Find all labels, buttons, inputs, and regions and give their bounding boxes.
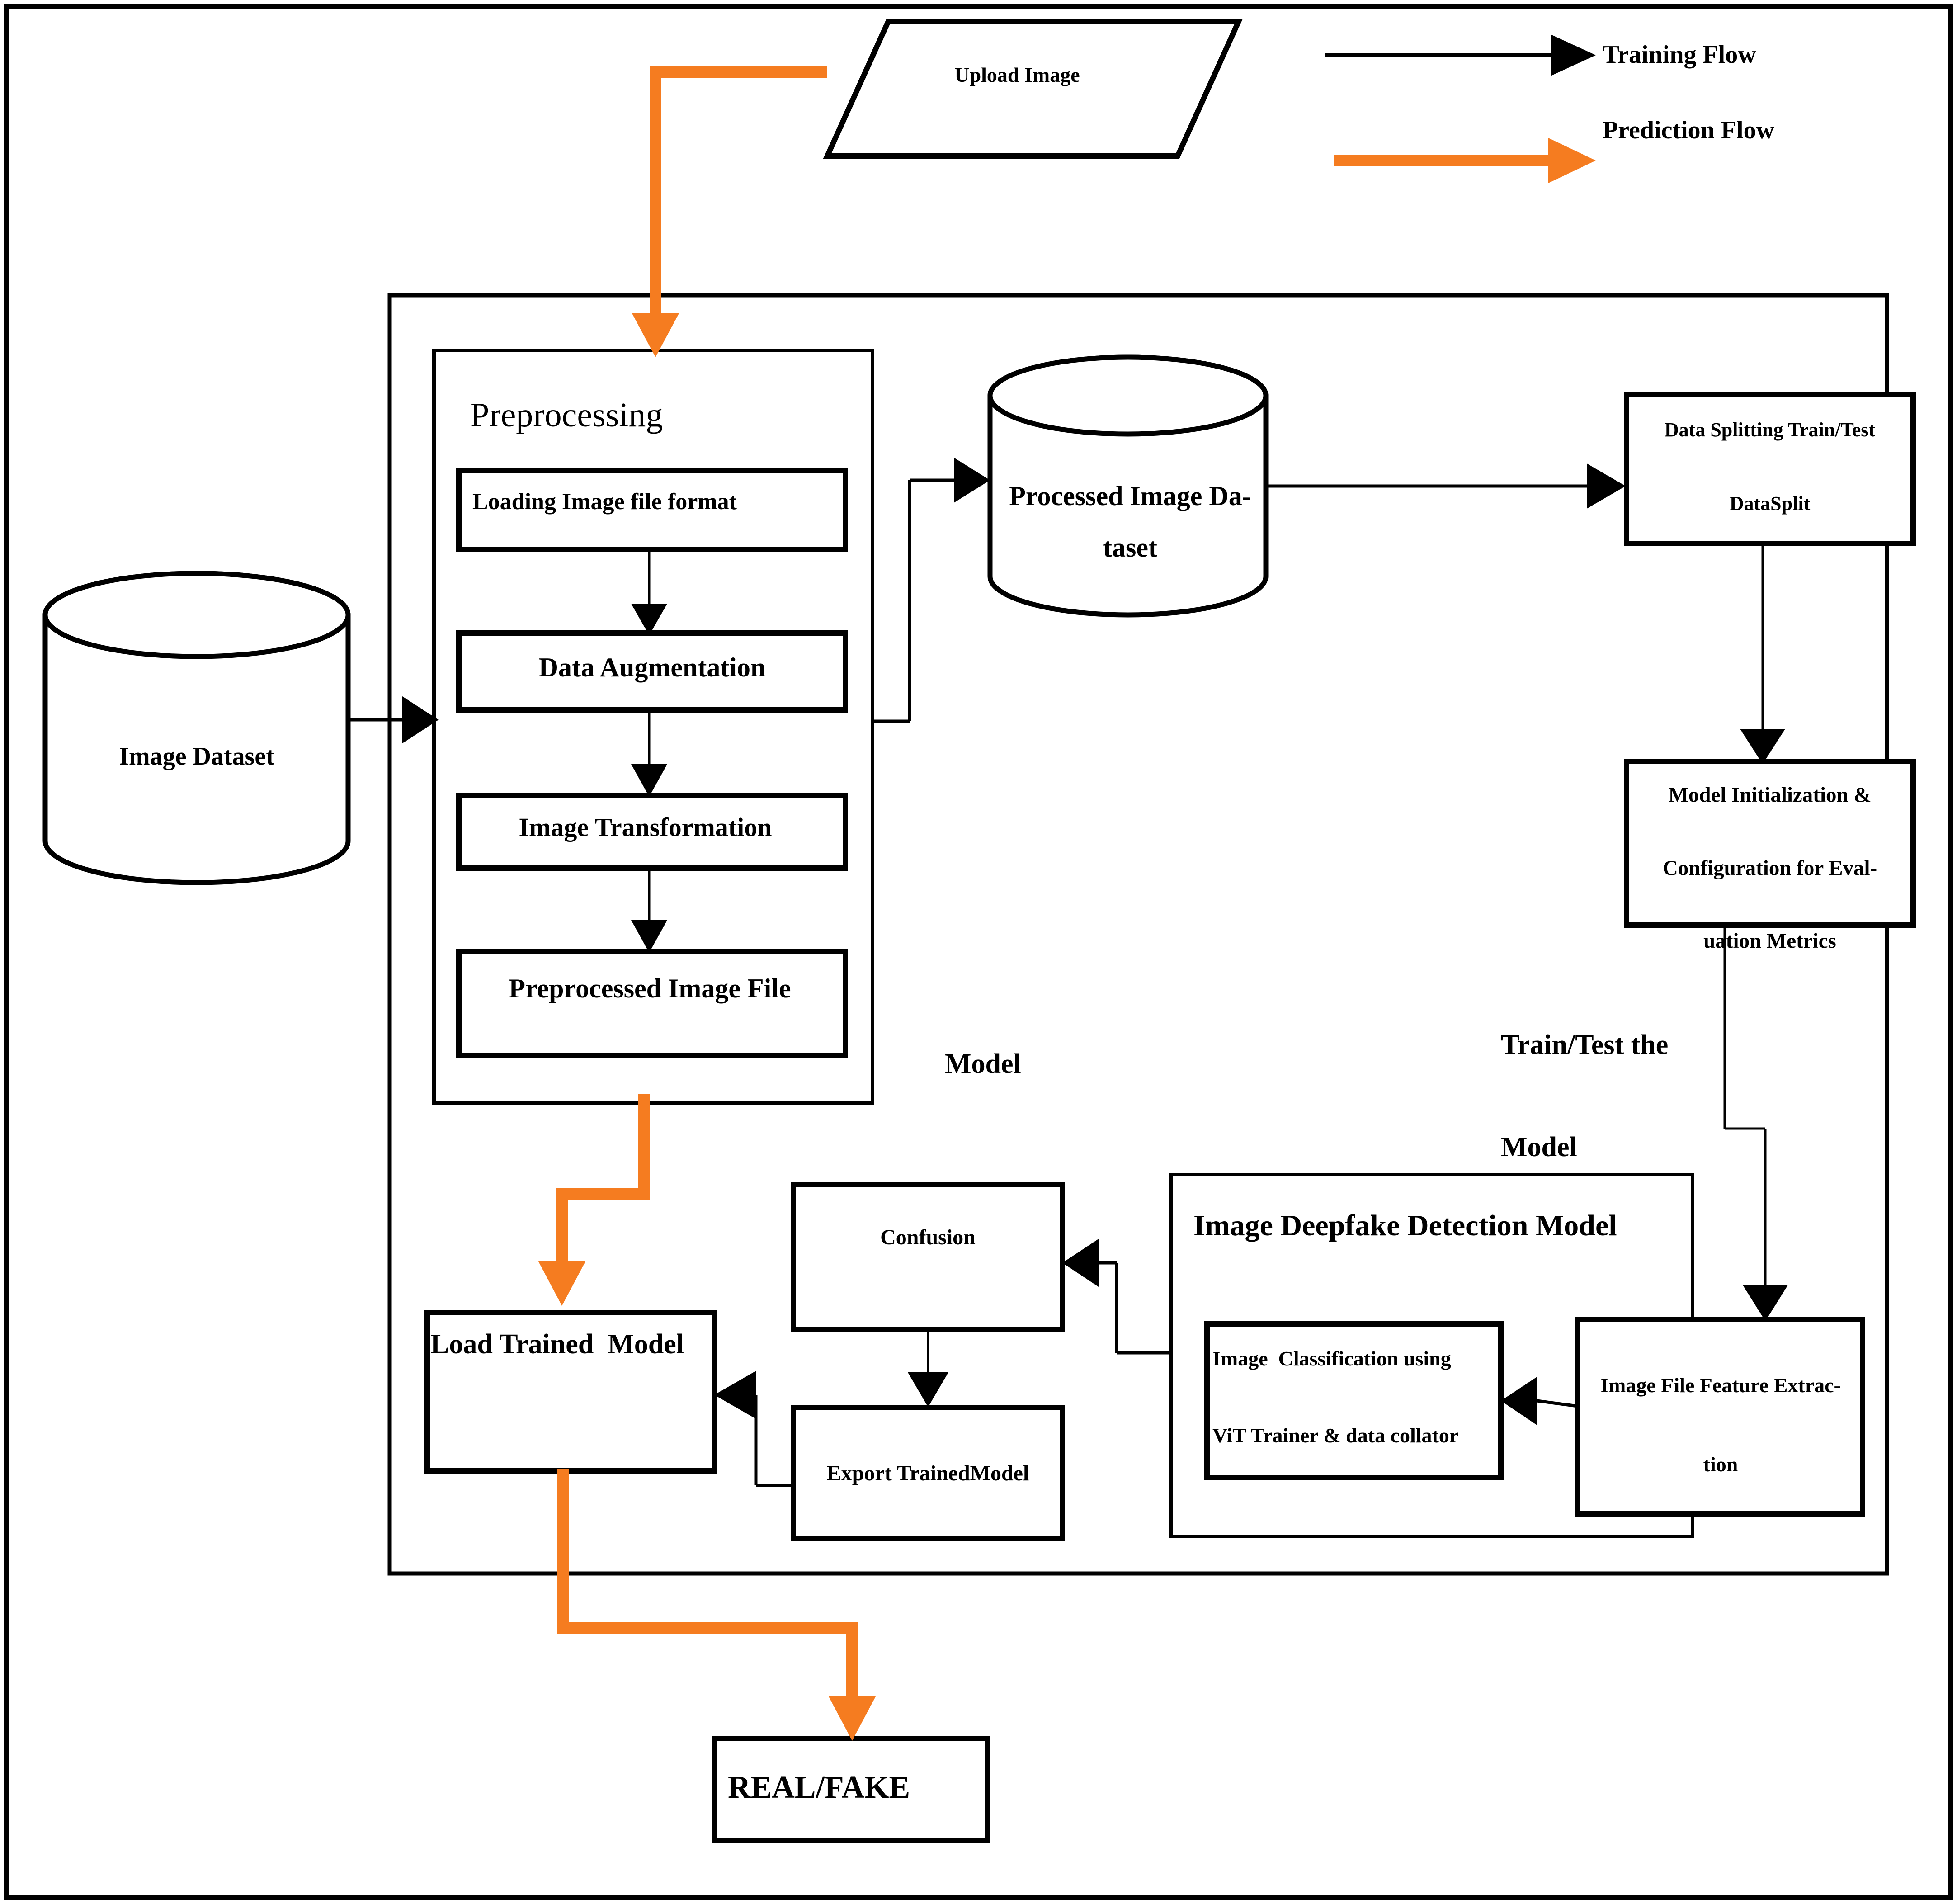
connector-preprocessing-to-load-trained-model [538, 1094, 650, 1306]
connector-dataset-to-preprocessing [348, 696, 439, 743]
export-trained-model-box[interactable] [791, 1405, 1065, 1541]
page-border [4, 4, 1953, 1900]
connector-deepfake-model-to-confusion [1062, 1239, 1171, 1355]
connector-datasplit-to-model-init [1740, 543, 1785, 764]
loading-image-file-format-box[interactable] [456, 468, 848, 552]
connector-upload-image-to-preprocessing [632, 66, 827, 357]
legend-training-flow-arrow [1325, 34, 1596, 76]
preprocessed-image-file-box[interactable] [456, 949, 848, 1058]
data-augmentation-box[interactable] [456, 630, 848, 713]
connector-transformation-to-preprocessed [631, 868, 667, 953]
connector-model-init-to-feature-extraction [1723, 925, 1788, 1321]
legend-prediction-flow-arrow [1334, 138, 1596, 183]
connector-confusion-to-export [908, 1329, 948, 1407]
upload-image-shape[interactable] [823, 19, 1243, 159]
connector-processed-dataset-to-datasplit [1266, 463, 1626, 509]
model-initialization-box[interactable] [1624, 759, 1916, 928]
image-transformation-box[interactable] [456, 793, 848, 871]
connector-loading-to-augmentation [631, 549, 667, 635]
connector-feature-extraction-to-classification [1501, 1377, 1578, 1425]
image-classification-box[interactable] [1204, 1321, 1504, 1480]
connector-augmentation-to-transformation [631, 710, 667, 797]
data-splitting-box[interactable] [1624, 392, 1916, 546]
processed-image-dataset-cylinder[interactable] [987, 354, 1269, 618]
load-trained-model-box[interactable] [424, 1310, 717, 1474]
connector-preprocessing-to-processed-dataset [872, 458, 990, 723]
connector-export-to-load-trained-model [714, 1371, 793, 1487]
image-dataset-cylinder[interactable] [42, 571, 351, 885]
real-fake-box[interactable] [712, 1736, 990, 1843]
image-file-feature-extraction-box[interactable] [1575, 1317, 1865, 1517]
system-boundary-frame [387, 293, 1889, 1576]
confusion-box[interactable] [791, 1182, 1065, 1332]
connector-load-trained-model-to-real-fake [557, 1469, 876, 1741]
